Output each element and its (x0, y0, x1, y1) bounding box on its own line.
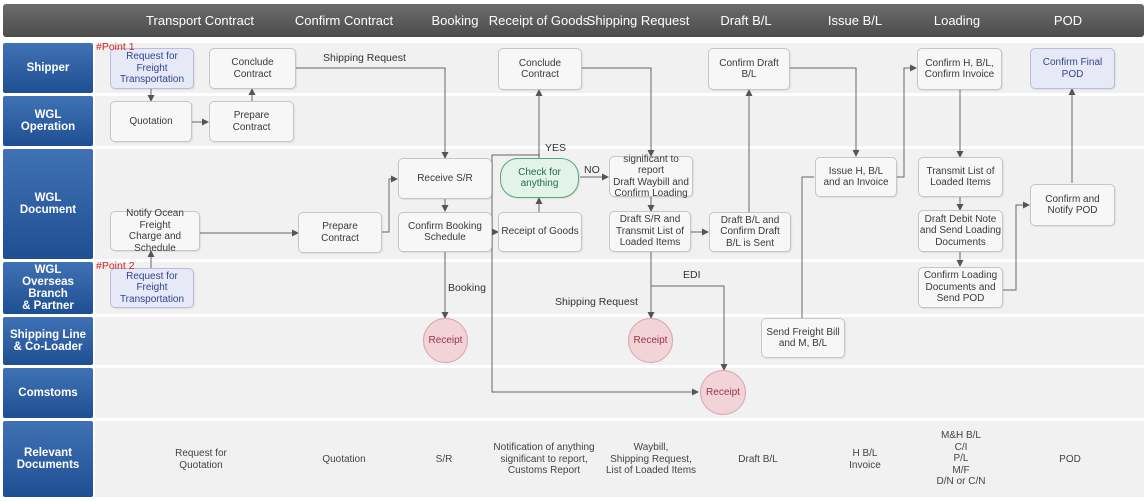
document-quotation: Quotation (322, 454, 366, 465)
send-freight-bill-box: Send Freight Bill and M, B/L (761, 318, 845, 358)
document-loading-docs: M&H B/L C/I P/L M/F D/N or C/N (936, 430, 986, 487)
confirm-booking-schedule-box: Confirm Booking Schedule (398, 212, 492, 252)
quotation-box: Quotation (110, 101, 192, 142)
yes-label: YES (545, 142, 567, 154)
document-notification: Notification of anything significant to … (493, 442, 595, 476)
significant-report-box: significant to report Draft Waybill and … (609, 154, 693, 199)
header-pod: POD (1053, 13, 1083, 28)
prepare-contract-doc-box: Prepare Contract (298, 212, 382, 253)
confirm-final-pod-box: Confirm Final POD (1030, 48, 1115, 89)
lane-label-wgl-document: WGL Document (3, 149, 93, 259)
receive-sr-box: Receive S/R (398, 158, 492, 199)
lane-label-wgl-operation: WGL Operation (3, 96, 93, 146)
conclude-contract-box-2: Conclude Contract (498, 48, 582, 90)
header-issue-bl: Issue B/L (827, 13, 883, 28)
check-for-anything-box: Check for anything (500, 158, 579, 198)
header-shipping-request: Shipping Request (586, 13, 690, 28)
shipping-request-label-top: Shipping Request (323, 52, 406, 64)
transmit-list-loaded-box: Transmit List of Loaded Items (918, 157, 1003, 197)
document-hbl-invoice: H B/L Invoice (849, 448, 881, 471)
confirm-loading-docs-box: Confirm Loading Documents and Send POD (918, 267, 1003, 308)
lane-label-wgl-overseas: WGL Overseas Branch & Partner (3, 262, 93, 314)
notify-ocean-freight-box: Notify Ocean Freight Charge and Schedule (110, 208, 200, 254)
document-request-for-quotation: Request for Quotation (175, 448, 227, 471)
lane-label-customs: Comstoms (3, 368, 93, 418)
header-bar (3, 4, 1144, 37)
lane-label-shipper: Shipper (3, 43, 93, 93)
lane-label-relevant-documents: Relevant Documents (3, 421, 93, 497)
header-receipt-of-goods: Receipt of Goods (488, 13, 590, 28)
confirm-hbl-invoice-box: Confirm H, B/L, Confirm Invoice (917, 48, 1002, 90)
no-label: NO (584, 164, 600, 176)
lane-label-shipping-line: Shipping Line & Co-Loader (3, 317, 93, 365)
confirm-draft-bl-box: Confirm Draft B/L (708, 48, 790, 90)
document-waybill: Waybill, Shipping Request, List of Loade… (605, 442, 697, 476)
header-draft-bl: Draft B/L (720, 13, 772, 28)
header-transport-contract: Transport Contract (146, 13, 254, 28)
draft-bl-sent-box: Draft B/L and Confirm Draft B/L is Sent (709, 212, 791, 252)
point-1-label: #Point 1 (96, 41, 135, 53)
receipt-of-goods-box: Receipt of Goods (498, 212, 582, 252)
booking-label: Booking (448, 282, 486, 294)
header-booking: Booking (431, 13, 479, 28)
shipping-request-label-mid: Shipping Request (555, 296, 638, 308)
confirm-notify-pod-box: Confirm and Notify POD (1030, 184, 1115, 226)
point-2-label: #Point 2 (96, 260, 135, 272)
receipt-customs-circle: Receipt (700, 370, 746, 415)
draft-debit-note-box: Draft Debit Note and Send Loading Docume… (918, 210, 1003, 252)
receipt-sr-circle: Receipt (628, 318, 673, 363)
prepare-contract-op-box: Prepare Contract (209, 101, 294, 142)
issue-hbl-invoice-box: Issue H, B/L and an Invoice (815, 157, 897, 197)
lane-bg-customs (95, 368, 1144, 418)
document-pod: POD (1059, 454, 1081, 465)
draft-sr-transmit-box: Draft S/R and Transmit List of Loaded It… (609, 211, 691, 252)
request-freight-transportation-box-1: Request for Freight Transportation (110, 48, 194, 89)
lane-bg-relevant-docs (95, 421, 1144, 497)
receipt-booking-circle: Receipt (423, 318, 468, 363)
edi-label: EDI (683, 269, 701, 281)
document-draft-bl: Draft B/L (738, 454, 778, 465)
lane-bg-shipping-line (95, 317, 1144, 365)
document-sr: S/R (435, 454, 453, 465)
conclude-contract-box-1: Conclude Contract (209, 48, 296, 89)
header-loading: Loading (933, 13, 981, 28)
header-confirm-contract: Confirm Contract (294, 13, 394, 28)
request-freight-transportation-box-2: Request for Freight Transportation (110, 268, 194, 308)
